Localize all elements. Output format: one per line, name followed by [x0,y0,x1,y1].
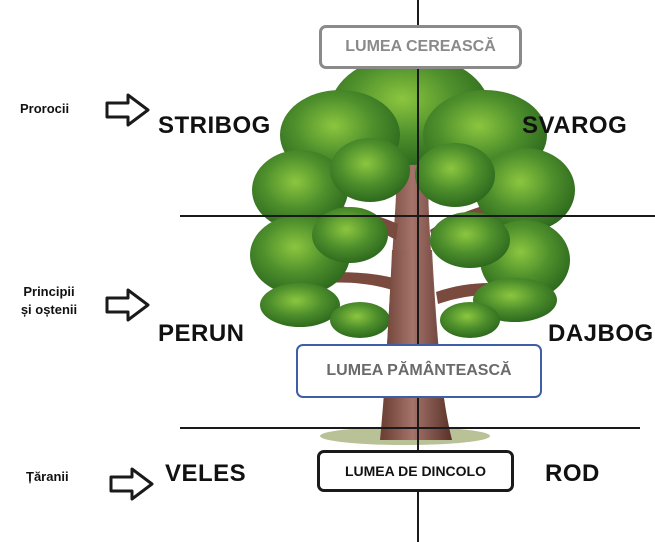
hollow-right-arrow-icon [109,467,154,501]
beyond-world-box: LUMEA DE DINCOLO [317,450,514,492]
earthly-world-box: LUMEA PĂMÂNTEASCĂ [296,344,542,398]
caste-peasants: Țăranii [26,469,69,484]
celestial-world-box: LUMEA CEREASCĂ [319,25,522,69]
hollow-right-arrow-icon [105,93,150,127]
god-rod: ROD [545,460,600,487]
caste-princes-line1: Principii [23,284,75,299]
god-perun: PERUN [158,320,245,347]
caste-princes-warriors: Principii și oștenii [6,283,92,319]
god-svarog: SVAROG [522,112,628,139]
god-stribog: STRIBOG [158,112,271,139]
hollow-right-arrow-icon [105,288,150,322]
earthly-world-label: LUMEA PĂMÂNTEASCĂ [326,362,512,379]
caste-princes-line2: și oștenii [20,302,78,317]
god-dajbog: DAJBOG [548,320,654,347]
beyond-world-label: LUMEA DE DINCOLO [344,463,487,479]
god-veles: VELES [165,460,247,487]
caste-prophets: Prorocii [20,101,70,116]
celestial-world-label: LUMEA CEREASCĂ [345,38,496,55]
